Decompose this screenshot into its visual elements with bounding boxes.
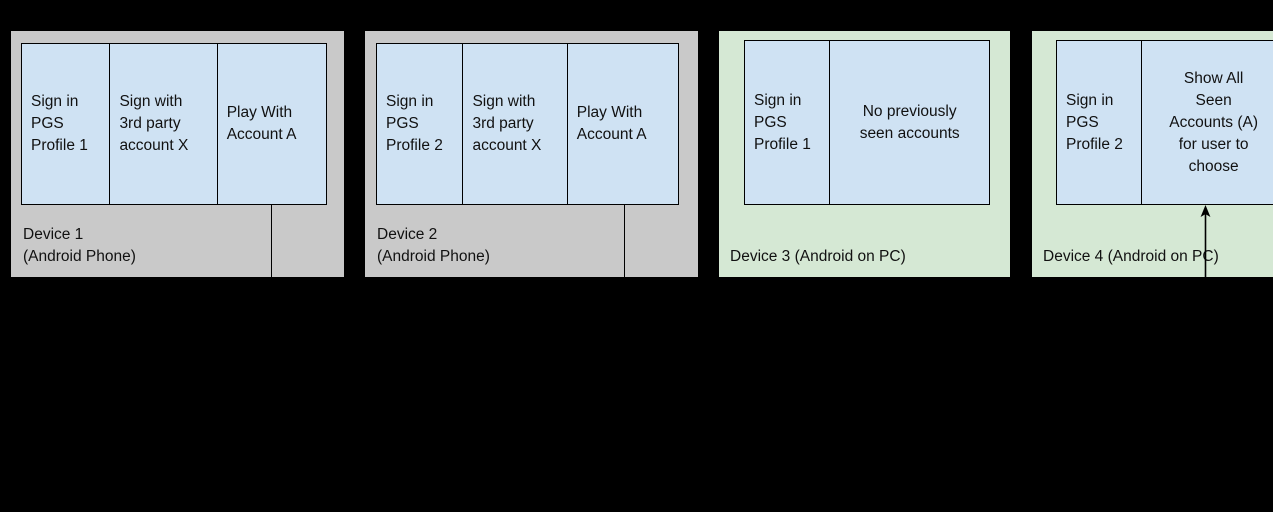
arrow-head (1200, 204, 1211, 217)
device-2-step-1[interactable]: Sign in PGS Profile 2 (377, 44, 464, 204)
upward-arrow (1200, 204, 1211, 280)
device-1-step-3[interactable]: Play With Account A (226, 104, 297, 143)
device-3-step-1[interactable]: Sign in PGS Profile 1 (745, 41, 831, 204)
device-3-step-2[interactable]: No previously seen accounts (859, 102, 960, 142)
device-2-step-2[interactable]: Sign with 3rd party account X (463, 44, 568, 204)
device-1-gray-divider (271, 205, 273, 277)
device-1-caption: Device 1 (Android Phone) (23, 226, 136, 265)
device-1-step-box: Sign in PGS Profile 1 Sign with 3rd part… (21, 43, 327, 205)
device-3-step-box: Sign in PGS Profile 1 No previously seen… (744, 40, 990, 205)
device-3-caption: Device 3 (Android on PC) (730, 248, 906, 265)
device-4-step-2[interactable]: Show All Seen Accounts (A) for user to c… (1169, 69, 1259, 175)
device-2-step-3[interactable]: Play With Account A (576, 104, 647, 143)
device-4-step-1[interactable]: Sign in PGS Profile 2 (1057, 41, 1143, 204)
device-4-caption: Device 4 (Android on PC) (1043, 248, 1219, 265)
device-2-step-box: Sign in PGS Profile 2 Sign with 3rd part… (376, 43, 679, 205)
device-2-caption: Device 2 (Android Phone) (377, 226, 490, 265)
device-2-gray-divider (624, 205, 626, 277)
device-1-step-1[interactable]: Sign in PGS Profile 1 (22, 44, 111, 204)
device-4-step-box: Sign in PGS Profile 2 Show All Seen Acco… (1056, 40, 1273, 205)
device-1-step-2[interactable]: Sign with 3rd party account X (110, 44, 218, 204)
